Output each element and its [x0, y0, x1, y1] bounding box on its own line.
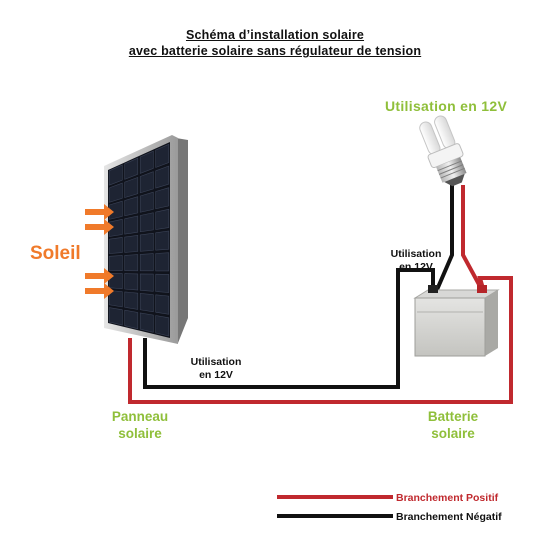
battery-terminal-positive — [477, 285, 487, 293]
solar-cell — [139, 312, 154, 333]
solar-cell — [108, 182, 123, 203]
panel-cell-area — [108, 142, 170, 338]
solar-cell — [108, 255, 123, 272]
sun-ray-arrow — [85, 204, 114, 220]
panel-cell-grid — [108, 143, 170, 337]
solar-cell — [155, 187, 170, 210]
solar-cell — [124, 234, 139, 253]
solar-cell — [108, 273, 123, 290]
solar-cell — [124, 273, 139, 291]
sun-ray-arrow — [85, 283, 114, 299]
usage-12v-label-battery: Utilisation en 12V — [390, 248, 442, 274]
solar-cell — [139, 171, 154, 194]
solar-cell — [139, 232, 154, 252]
solar-cell — [155, 315, 170, 337]
solar-cell — [124, 176, 139, 199]
solar-cell — [155, 294, 170, 315]
solar-cell — [124, 215, 139, 235]
solar-cell — [124, 291, 139, 310]
solar-cell — [108, 237, 123, 254]
sun-ray-arrow — [85, 219, 114, 235]
positive-wire-bulb-to-battery — [461, 185, 484, 291]
solar-cell — [139, 293, 154, 313]
diagram-title-line2: avec batterie solaire sans régulateur de… — [128, 44, 422, 58]
solar-cell — [124, 196, 139, 217]
battery-terminal-negative — [428, 285, 438, 293]
solar-cell — [155, 208, 170, 230]
solar-cell — [108, 218, 123, 237]
legend — [277, 495, 393, 518]
solar-cell — [155, 252, 170, 272]
solar-cell — [139, 212, 154, 233]
solar-cell — [139, 191, 154, 213]
negative-wire-bulb-to-battery — [434, 185, 454, 293]
solar-cell — [124, 254, 139, 272]
solar-cell — [155, 230, 170, 251]
usage-12v-label-top: Utilisation en 12V — [385, 98, 508, 114]
solar-cell — [139, 273, 154, 292]
legend-positive-label: Branchement Positif — [396, 492, 499, 504]
negative-wire-panel-to-battery — [143, 268, 435, 389]
solar-panel-label: Panneau solaire — [111, 409, 169, 441]
solar-cell — [139, 150, 154, 174]
solar-cell — [124, 309, 139, 330]
solar-cell — [108, 164, 123, 186]
solar-battery-label: Batterie solaire — [427, 409, 479, 441]
battery — [413, 285, 500, 357]
solar-cell — [155, 143, 170, 168]
positive-wiring — [128, 185, 513, 404]
cfl-light-bulb-icon — [419, 115, 467, 187]
sun-ray-arrows — [85, 204, 114, 299]
solar-cell — [155, 165, 170, 189]
negative-wiring — [143, 185, 454, 389]
solar-cell — [155, 273, 170, 293]
diagram-title-line1: Schéma d’installation solaire — [185, 28, 365, 42]
solar-cell — [124, 157, 139, 180]
sun-ray-arrow — [85, 268, 114, 284]
solar-panel — [104, 135, 188, 344]
legend-negative-label: Branchement Négatif — [396, 511, 502, 523]
sun-label: Soleil — [30, 243, 81, 264]
solar-cell — [108, 290, 123, 308]
solar-cell — [139, 253, 154, 272]
solar-cell — [108, 307, 123, 326]
positive-wire-panel-to-battery — [128, 276, 513, 404]
usage-12v-label-wire: Utilisation en 12V — [190, 356, 242, 382]
